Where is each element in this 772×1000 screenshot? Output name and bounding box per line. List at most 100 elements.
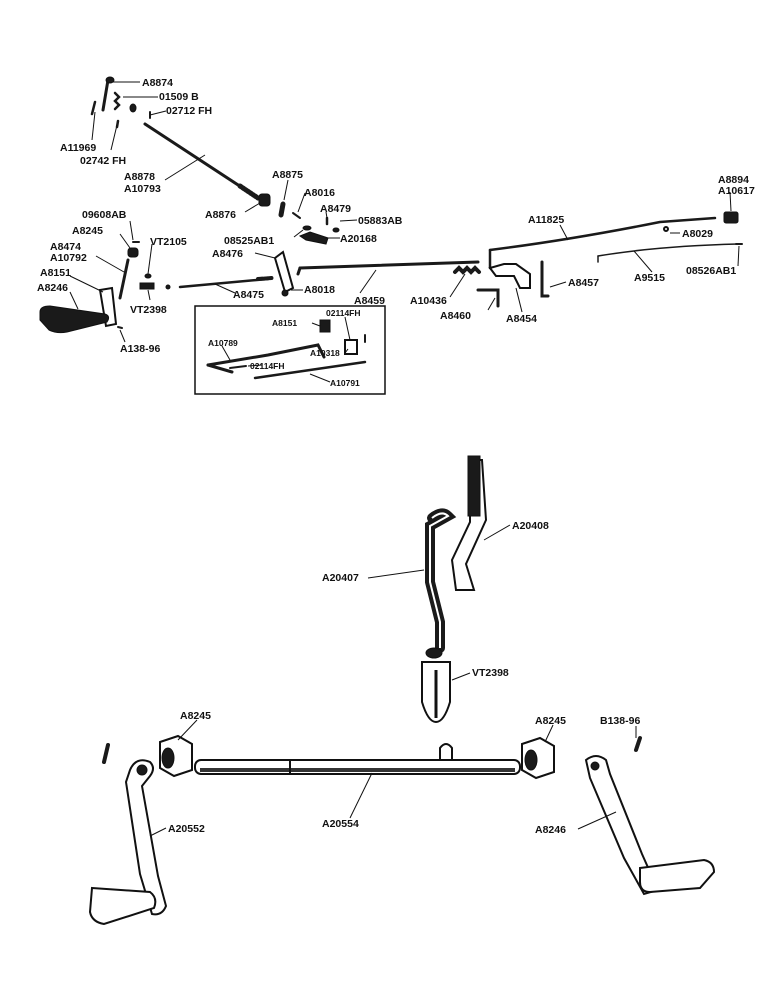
rod-a8475-thread <box>256 276 274 281</box>
label-a8875: A8875 <box>272 169 303 181</box>
label-a8018: A8018 <box>304 284 335 296</box>
label-a10793: A10793 <box>124 183 161 195</box>
inset-frame <box>194 305 386 395</box>
label-a8151: A8151 <box>40 267 71 279</box>
label-a8475: A8475 <box>233 289 264 301</box>
top-assembly <box>39 76 743 334</box>
label-a11825: A11825 <box>528 214 564 226</box>
label-a8016: A8016 <box>304 187 335 199</box>
label-a8476: A8476 <box>212 248 243 260</box>
label-a8876: A8876 <box>205 209 236 221</box>
label-a8246-bottom: A8246 <box>535 824 566 836</box>
bracket-a20168 <box>298 231 329 245</box>
label-inset-a10318: A10318 <box>310 348 340 358</box>
pin-small <box>165 284 171 290</box>
label-vt2105: VT2105 <box>150 236 187 248</box>
pin-a8457 <box>540 260 550 298</box>
label-vt2398-bottom: VT2398 <box>472 667 509 679</box>
bracket-a8151-inset <box>319 319 331 333</box>
nut-a8876 <box>258 193 271 207</box>
rod-a8459 <box>298 260 480 270</box>
nut-jam <box>425 647 443 659</box>
label-inset-a10791: A10791 <box>330 378 360 388</box>
spring-01509b <box>113 91 121 111</box>
pin-a8874 <box>101 78 110 112</box>
clevis-a8018 <box>281 289 289 297</box>
label-inset-02114fh-2: 02114FH <box>250 361 285 371</box>
label-a8474: A8474 <box>50 241 81 253</box>
pin-vt2105 <box>144 273 152 279</box>
pin-a138-96 <box>117 326 123 329</box>
spring-a9515 <box>597 243 739 257</box>
label-a138-96: A138-96 <box>120 343 160 355</box>
rod-thread <box>237 183 261 201</box>
label-a8029: A8029 <box>682 228 713 240</box>
bushing-left-bore <box>161 747 175 769</box>
pedal-pad-a8246 <box>639 858 716 894</box>
shaft-lug <box>439 743 453 761</box>
pedal-pad-a20552 <box>88 886 157 926</box>
pin-02114fh-2 <box>229 365 247 369</box>
leader-lines <box>69 81 740 837</box>
bushing-right-bore <box>524 749 538 771</box>
spring-a10436 <box>453 265 481 275</box>
label-a10617: A10617 <box>718 185 755 197</box>
pin-b138-96 <box>634 736 642 752</box>
label-vt2398-top: VT2398 <box>130 304 167 316</box>
clevis-vt2398-top <box>139 282 155 290</box>
lever-a8476 <box>273 250 295 294</box>
pin-a11969 <box>90 100 97 116</box>
label-05883ab: 05883AB <box>358 215 403 227</box>
pedal-a8246-hub <box>590 761 600 771</box>
clip <box>292 212 301 219</box>
label-a9515: A9515 <box>634 272 665 284</box>
rod-a10791 <box>253 360 367 380</box>
rod-a8459-end <box>296 266 302 276</box>
pin-left <box>102 743 110 764</box>
label-a10436: A10436 <box>410 295 447 307</box>
bracket-a10318 <box>344 339 358 355</box>
pedal-arm-a20552 <box>124 759 168 916</box>
label-a8245-left: A8245 <box>180 710 211 722</box>
label-02712fh: 02712 FH <box>166 105 212 117</box>
washer <box>129 103 137 113</box>
label-a8245-right: A8245 <box>535 715 566 727</box>
rod-a8474 <box>118 258 130 300</box>
label-a8246-top: A8246 <box>37 282 68 294</box>
nut-05883ab <box>332 227 340 233</box>
rod-a10789 <box>206 343 326 367</box>
label-inset-02114fh-1: 02114FH <box>326 308 361 318</box>
clip-a8029 <box>663 226 669 232</box>
part-labels: A8874 01509 B 02712 FH A11969 02742 FH A… <box>37 77 755 836</box>
label-b138-96: B138-96 <box>600 715 640 727</box>
bushing-a8245-top <box>127 247 139 258</box>
label-a20407: A20407 <box>322 572 359 584</box>
label-a11969: A11969 <box>60 142 96 154</box>
bar-a20408-fill <box>467 455 481 517</box>
label-a8479: A8479 <box>320 203 351 215</box>
label-09608ab: 09608AB <box>82 209 127 221</box>
label-a8894: A8894 <box>718 174 749 186</box>
pin-a8875 <box>278 201 286 218</box>
rod-a11825 <box>488 216 717 252</box>
label-a10792: A10792 <box>50 252 87 264</box>
label-a8460: A8460 <box>440 310 471 322</box>
label-inset-a10789: A10789 <box>208 338 238 348</box>
joint-a8894 <box>723 211 739 224</box>
pedal-a8246-top <box>39 305 110 334</box>
label-01509b: 01509 B <box>159 91 199 103</box>
inset-box <box>194 305 386 395</box>
bottom-assembly <box>88 455 716 926</box>
pedal-a20552-hub <box>136 764 148 776</box>
rod-a10789-end <box>206 363 234 374</box>
label-a8878: A8878 <box>124 171 155 183</box>
label-08525ab1: 08525AB1 <box>224 235 274 247</box>
pin-head <box>105 76 115 84</box>
bracket-a8454 <box>488 263 531 289</box>
label-inset-a8151: A8151 <box>272 318 297 328</box>
label-a8245-top: A8245 <box>72 225 103 237</box>
label-a8454: A8454 <box>506 313 537 325</box>
label-a20168: A20168 <box>340 233 377 245</box>
rod-a20407-highlight <box>429 512 450 648</box>
